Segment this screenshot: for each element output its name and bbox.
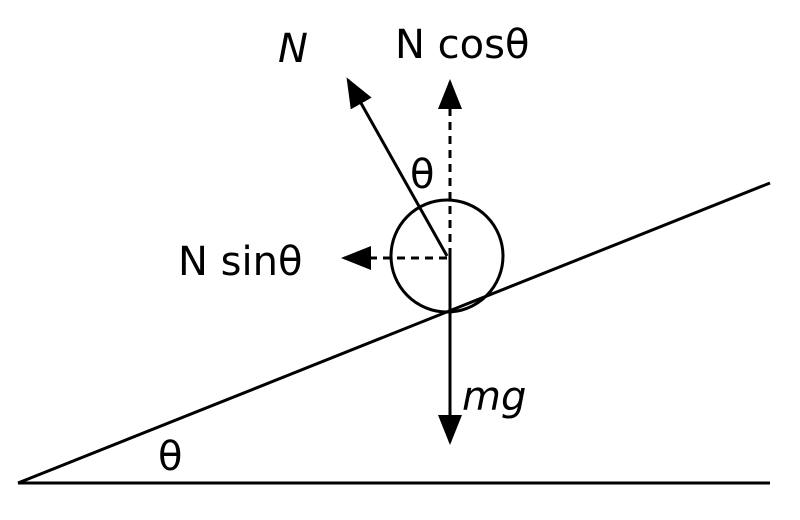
incline-line — [17, 181, 771, 485]
incline-angle-label: θ — [158, 434, 182, 480]
weight-label: mg — [462, 374, 526, 420]
normal-force-arrow — [346, 77, 449, 257]
normal-vertical-label: N cosθ — [395, 22, 529, 68]
normal-horizontal-label: N sinθ — [178, 239, 302, 285]
angle-at-force-label: θ — [410, 152, 434, 198]
normal-force-label: N — [278, 26, 308, 72]
ball — [389, 198, 505, 314]
